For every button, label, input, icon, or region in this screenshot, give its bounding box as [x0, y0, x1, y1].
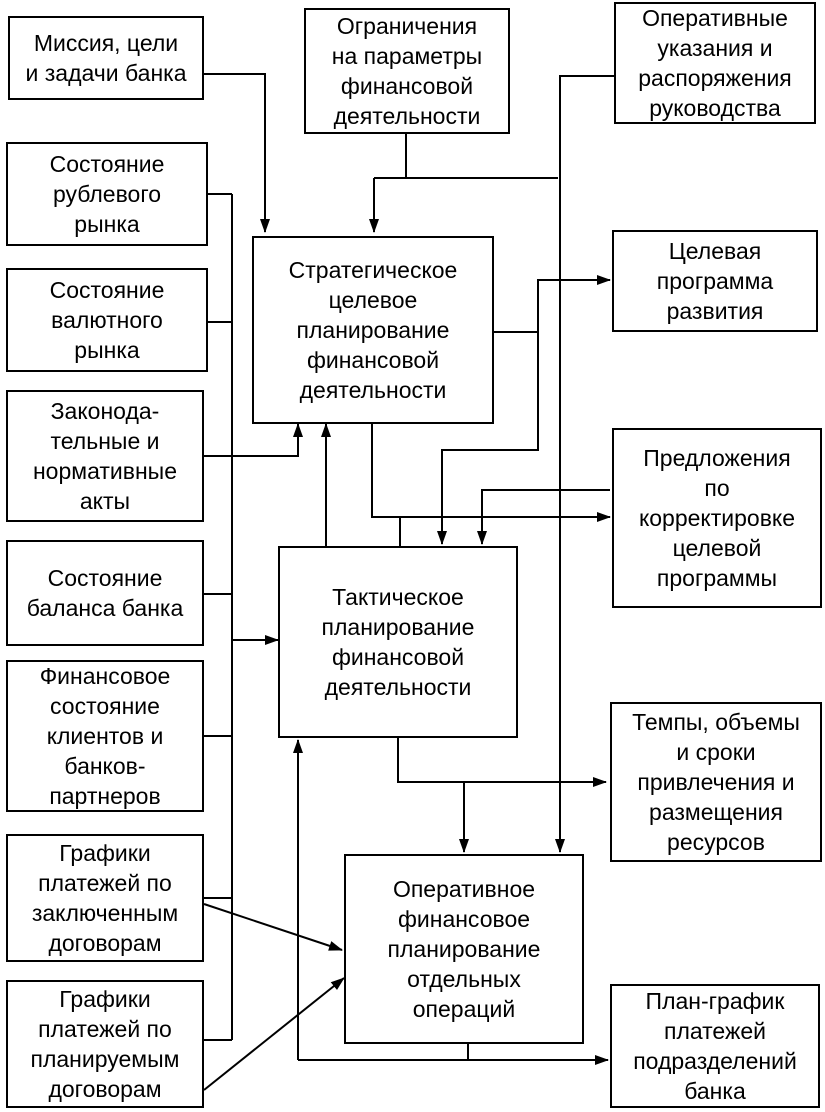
box-operational-planning: Оперативное финансовое планирование отде…	[344, 854, 584, 1044]
arrow-target-to-tactical	[437, 332, 539, 545]
box-corrections: Предложения по корректировке целевой про…	[612, 428, 822, 608]
arrow-concluded-to-operational	[203, 903, 343, 951]
arrow-directives-to-operational	[555, 75, 614, 853]
box-schedules-planned: Графики платежей по планируемым договора…	[6, 980, 204, 1108]
arrow-legislation-to-strategic	[204, 423, 303, 457]
arrow-mission-to-strategic	[200, 73, 270, 233]
box-payment-plan: План-график платежей подразделений банка	[610, 984, 820, 1108]
box-strategic-planning: Стратегическое целевое планирование фина…	[252, 236, 494, 424]
box-ruble-market: Состояние рублевого рынка	[6, 142, 208, 246]
box-legislation: Законода- тельные и нормативные акты	[6, 390, 204, 522]
box-resources: Темпы, объемы и сроки привлечения и разм…	[610, 702, 822, 862]
box-balance: Состояние баланса банка	[6, 540, 204, 646]
box-constraints: Ограничения на параметры финансовой деят…	[304, 8, 510, 134]
arrow-corrections-to-tactical	[477, 489, 610, 545]
box-tactical-planning: Тактическое планирование финансовой деят…	[278, 546, 518, 738]
box-schedules-concluded: Графики платежей по заключенным договора…	[6, 834, 204, 962]
arrow-to-target-program	[537, 275, 611, 332]
box-currency-market: Состояние валютного рынка	[6, 268, 208, 372]
arrow-strategic-to-corrections	[371, 424, 611, 522]
box-directives: Оперативные указания и распоряжения руко…	[614, 2, 816, 124]
arrow-planned-to-operational	[203, 977, 345, 1091]
box-clients: Финансовое состояние клиентов и банков- …	[6, 660, 204, 812]
box-target-program: Целевая программа развития	[612, 230, 818, 332]
arrow-tactical-to-resources	[397, 738, 607, 787]
box-mission: Миссия, цели и задачи банка	[8, 16, 204, 100]
